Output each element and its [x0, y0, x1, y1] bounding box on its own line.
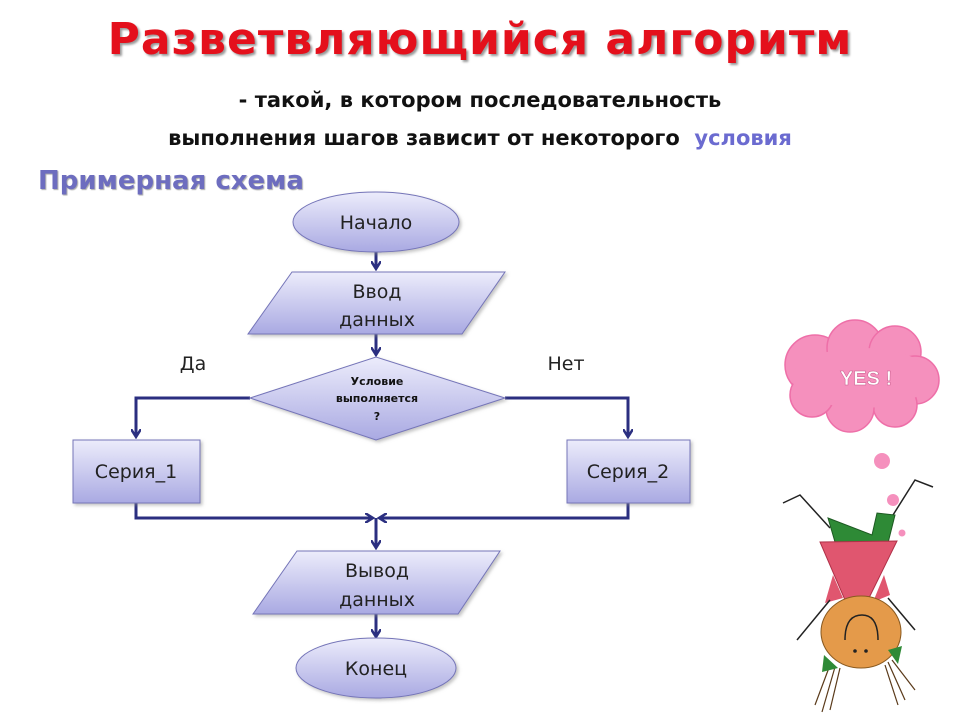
subtitle-line-2: выполнения шагов зависит от некоторого у…	[0, 126, 960, 150]
section-label: Примерная схема	[38, 166, 304, 196]
start-terminal: Начало	[292, 191, 460, 253]
series-2-label: Серия_2	[587, 461, 669, 483]
input-block: Ввод данных	[247, 271, 506, 335]
upside-down-girl-illustration	[782, 479, 934, 713]
connector-arrows	[136, 252, 628, 636]
series-2-block: Серия_2	[566, 439, 691, 504]
no-label: Нет	[547, 353, 584, 375]
end-terminal: Конец	[295, 637, 457, 699]
subtitle-line-1: - такой, в котором последовательность	[238, 88, 722, 112]
end-label: Конец	[345, 658, 407, 680]
input-label-2: данных	[339, 309, 415, 331]
output-block: Вывод данных	[252, 550, 501, 615]
condition-label-3: ?	[374, 410, 380, 423]
input-label-1: Ввод	[353, 281, 402, 303]
subtitle-highlight: условия	[694, 126, 792, 150]
yes-label: Да	[180, 353, 207, 375]
slide-title: Разветвляющийся алгоритм	[107, 14, 853, 65]
condition-label-2: выполняется	[336, 392, 418, 405]
subtitle-line-2-text: выполнения шагов зависит от некоторого	[168, 126, 680, 150]
condition-decision: Условие выполняется ?	[248, 356, 507, 441]
series-1-label: Серия_1	[95, 461, 177, 483]
output-label-2: данных	[339, 589, 415, 611]
condition-label-1: Условие	[351, 375, 404, 388]
start-label: Начало	[340, 212, 413, 234]
cloud-text: YES !	[840, 368, 892, 390]
thought-cloud: YES !	[784, 319, 940, 537]
series-1-block: Серия_1	[72, 439, 201, 504]
output-label-1: Вывод	[345, 560, 409, 582]
